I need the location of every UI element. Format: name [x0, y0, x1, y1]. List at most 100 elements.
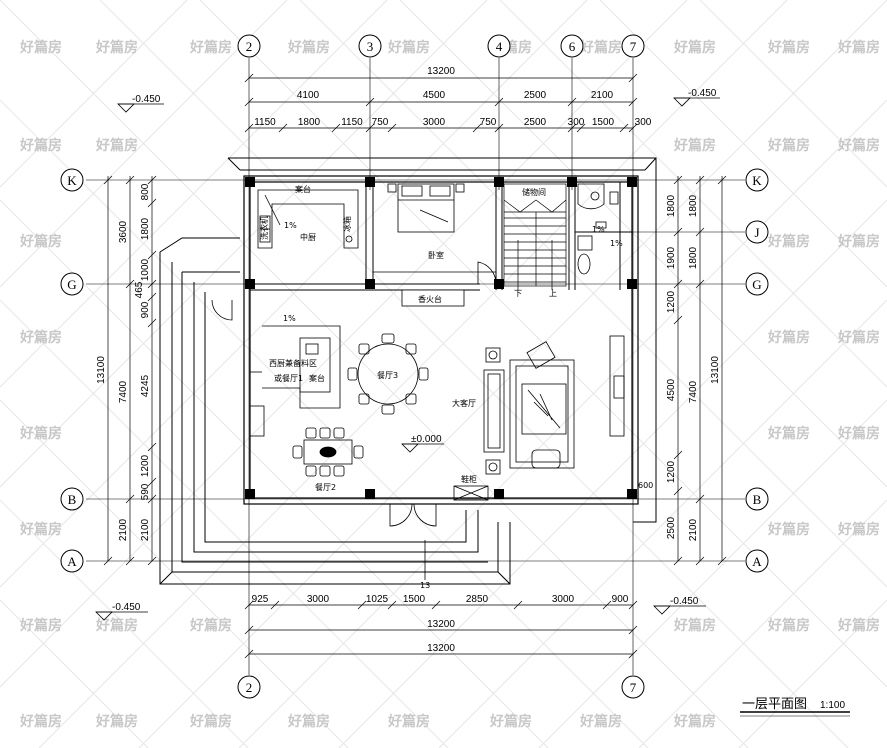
watermark-text: 好篇房: [579, 713, 622, 730]
watermark-text: 好篇房: [387, 713, 430, 730]
watermark-text: 好篇房: [837, 521, 880, 538]
dim-text: 2100: [688, 518, 699, 541]
watermark-text: 好篇房: [837, 329, 880, 346]
western-kitchen: [211, 299, 341, 437]
watermark-text: 好篇房: [95, 39, 138, 56]
room-label: 案台: [295, 184, 311, 194]
room-label: 洗衣机: [259, 216, 269, 240]
dim-text: 300: [568, 117, 585, 128]
axis-lines: [86, 58, 745, 675]
slope-label: 1%: [610, 239, 623, 248]
dim-text: 1800: [688, 246, 699, 269]
kitchen-counter: [257, 189, 359, 249]
dim-text: 4245: [140, 374, 151, 397]
slope-label: 1%: [284, 221, 297, 230]
dim-text: 4500: [666, 378, 677, 401]
dining-table-rect: [292, 427, 364, 477]
title-scale: 1:100: [820, 700, 845, 711]
axis-label: 3: [367, 39, 374, 54]
slope-label: 1%: [592, 225, 605, 234]
axis-label: J: [754, 225, 759, 240]
axis-bubble: [621, 34, 645, 58]
watermark-text: 好篇房: [287, 39, 330, 56]
axis-bubble: [358, 34, 382, 58]
axis-label: 2: [246, 680, 253, 695]
dim-text: 1500: [592, 117, 615, 128]
dim-text: 1000: [140, 258, 151, 281]
dim-text: 2100: [118, 518, 129, 541]
watermark-text: 好篇房: [387, 39, 430, 56]
watermark-text: 好篇房: [837, 425, 880, 442]
bathroom-fixtures: [577, 183, 619, 275]
living-sofa-set: [483, 335, 625, 475]
watermark-text: 好篇房: [19, 233, 62, 250]
drawing-title: 一层平面图 1:100: [740, 697, 850, 717]
dim-text: 4100: [297, 90, 320, 101]
watermark-text: 好篇房: [767, 521, 810, 538]
dim-text: 13200: [427, 66, 455, 77]
stair-up-label: 上: [549, 289, 557, 298]
dim-text: 1150: [341, 117, 363, 128]
watermark-text: 好篇房: [767, 233, 810, 250]
room-label: 卧室: [428, 250, 444, 260]
staircase: [503, 183, 567, 290]
axis-bubbles-top: [237, 34, 645, 699]
watermark-text: 好篇房: [767, 329, 810, 346]
dim-text: 7400: [688, 380, 699, 403]
axis-label: A: [67, 554, 77, 569]
watermark-text: 好篇房: [489, 713, 532, 730]
level-marker-floor: [401, 443, 444, 453]
watermark-text: 好篇房: [837, 137, 880, 154]
watermark-text: 好篇房: [767, 617, 810, 634]
axis-bubbles-side: [60, 168, 769, 573]
terrace-outline: [159, 157, 657, 585]
axis-bubble: [621, 675, 645, 699]
dim-text: 3000: [552, 594, 575, 605]
dim-text: 1150: [254, 117, 276, 128]
watermark-text: 好篇房: [837, 39, 880, 56]
axis-label: A: [752, 554, 762, 569]
watermark-text: 好篇房: [189, 713, 232, 730]
watermark-text: 好篇房: [579, 39, 622, 56]
dim-text: 1025: [366, 594, 389, 605]
watermark-text: 好篇房: [673, 713, 716, 730]
entrance-door: [389, 485, 489, 580]
section-mark: 13: [420, 581, 430, 590]
columns: [245, 177, 637, 499]
watermark-text: 好篇房: [767, 425, 810, 442]
axis-label: 7: [630, 680, 637, 695]
dim-text: 900: [140, 301, 151, 318]
dim-text: 1800: [298, 117, 321, 128]
dim-text: 3600: [118, 220, 129, 243]
dining-table-round: [347, 333, 429, 415]
altar-table: [401, 289, 465, 307]
stair-down-label: 下: [514, 289, 522, 298]
bedroom-bed: [373, 183, 497, 285]
axis-label: B: [68, 492, 77, 507]
dim-text: 800: [140, 183, 151, 200]
dim-text: 2850: [466, 594, 489, 605]
room-label: 香火台: [418, 294, 442, 304]
dim-text: 2500: [524, 90, 547, 101]
watermark-text: 好篇房: [19, 617, 62, 634]
axis-label: 4: [496, 39, 503, 54]
level-text: -0.450: [688, 88, 717, 99]
axis-bubble: [560, 34, 584, 58]
dim-text: 3000: [423, 117, 446, 128]
dimension-lines-right: [673, 175, 727, 566]
watermark-text: 好篇房: [95, 713, 138, 730]
dim-text: 4500: [423, 90, 446, 101]
dim-text: 600: [638, 481, 653, 490]
watermark-text: 好篇房: [19, 329, 62, 346]
dimension-lines-bottom: [244, 600, 638, 659]
dim-text: 2500: [524, 117, 547, 128]
watermark-text: 好篇房: [287, 713, 330, 730]
room-label: 或餐厅1: [274, 373, 303, 383]
room-label: 储物间: [522, 187, 546, 197]
axis-bubble: [237, 34, 261, 58]
watermarks: 好篇房 好篇房 好篇房 好篇房 好篇房 好篇房 好篇房 好篇房 好篇房 好篇房 …: [19, 39, 880, 730]
watermark-text: 好篇房: [837, 617, 880, 634]
level-text: -0.450: [132, 94, 161, 105]
